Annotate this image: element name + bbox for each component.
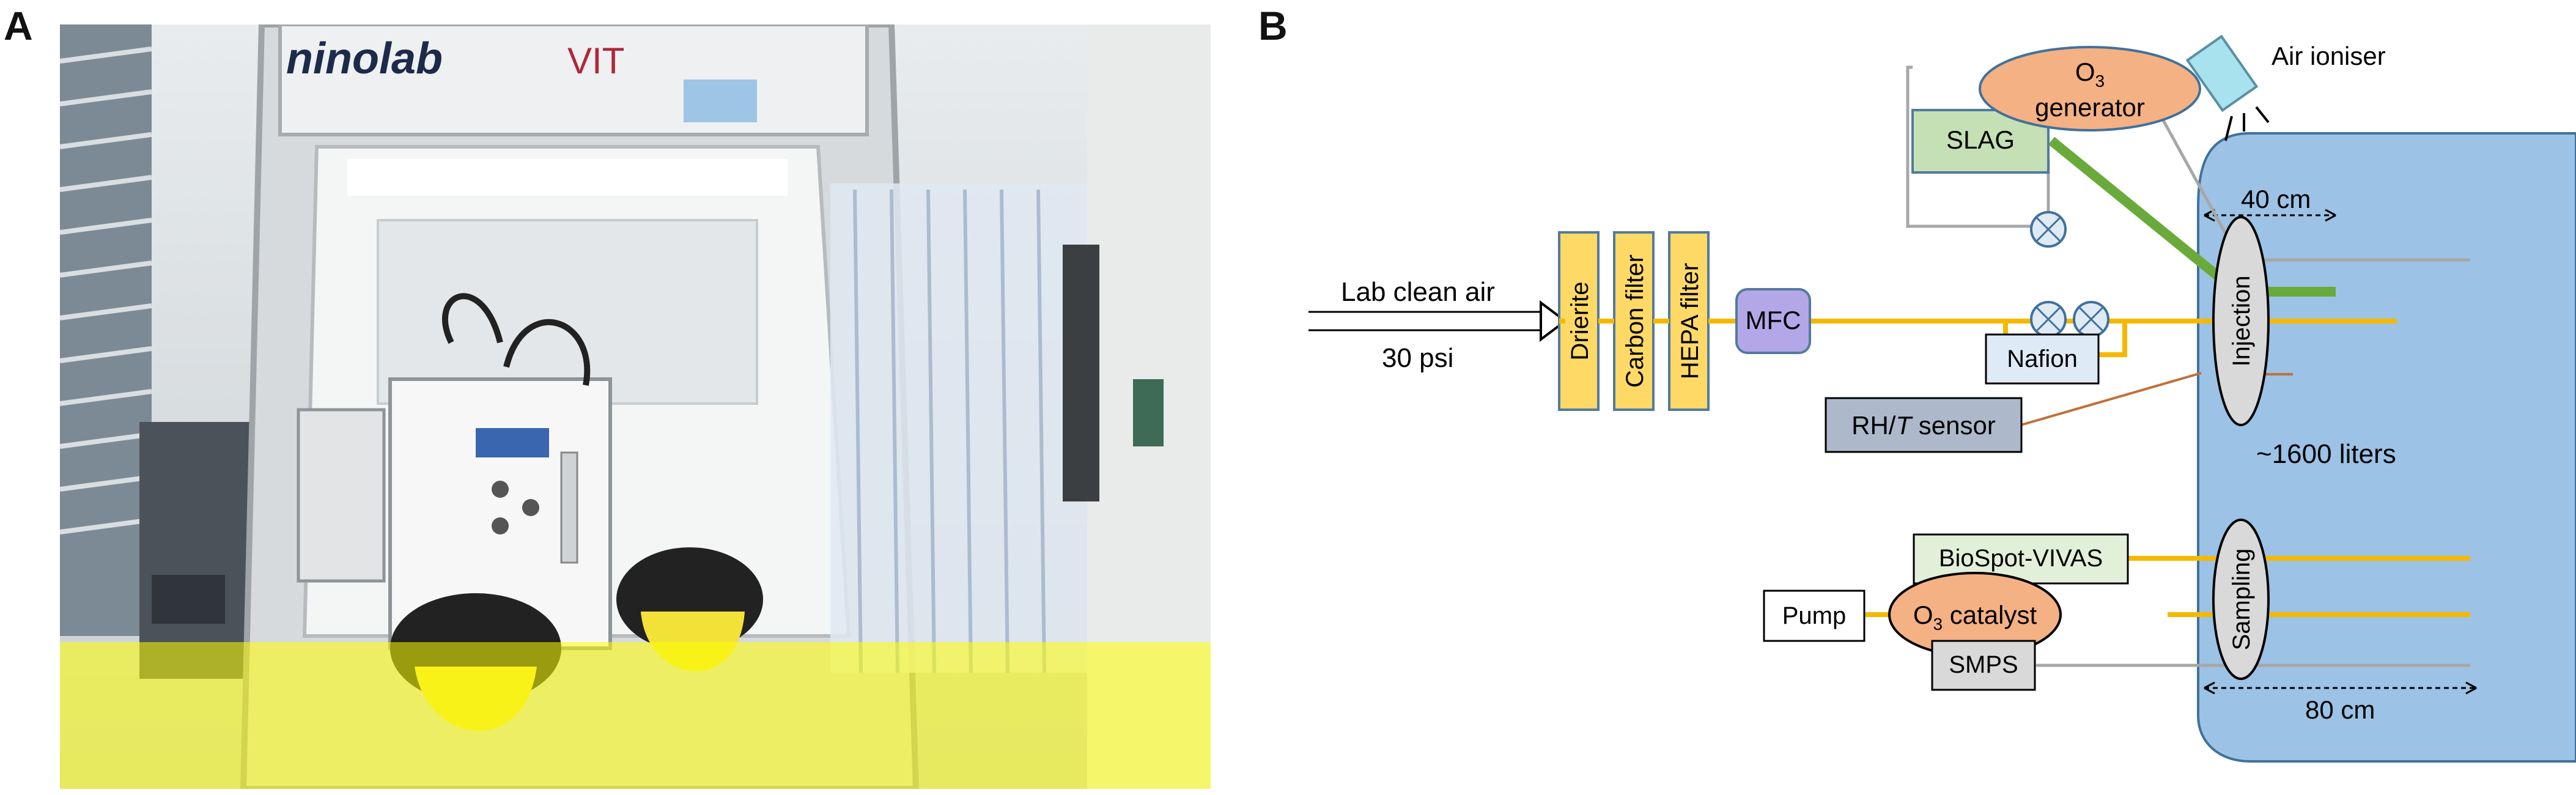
- ozone-generator-sub: 3: [2095, 72, 2105, 91]
- yellow-overlay: [60, 642, 1211, 789]
- inlet-arrow: [1540, 300, 1568, 342]
- valves: [2030, 211, 2109, 338]
- pump-box: [1763, 590, 1866, 642]
- hepa-filter: [1668, 231, 1710, 411]
- sensor-wire: [2020, 372, 2202, 426]
- sampling-port: [2212, 519, 2270, 680]
- rh-sensor-label: RH/T sensor: [1851, 411, 1996, 440]
- ozone-catalyst-sub: 3: [1933, 615, 1943, 634]
- ozone-catalyst-suffix: catalyst: [1943, 601, 2037, 629]
- ozone-bypass-line: [1906, 65, 1913, 120]
- rh-sensor-italic: T: [1895, 411, 1913, 440]
- filter-label-hepa: HEPA filter: [1677, 263, 1703, 379]
- air-ioniser-icon: [2185, 34, 2270, 141]
- panel-label-a: A: [4, 3, 33, 48]
- chamber-photo-illustration: ninolab VIT: [60, 24, 1211, 789]
- chamber-width-top: 40 cm: [2241, 185, 2311, 213]
- sampling-label: Sampling: [2228, 549, 2255, 651]
- ozone-generator-line2: generator: [2035, 93, 2145, 122]
- chamber-photo: ninolab VIT: [60, 24, 1211, 789]
- nafion-label: Nafion: [2007, 346, 2078, 372]
- rh-sensor-suffix: sensor: [1911, 411, 1996, 440]
- setup-schematic: 40 cm 80 cm ~1600 liters: [1253, 0, 2576, 792]
- filter-label-drierite: Drierite: [1567, 282, 1593, 361]
- nafion-box: [1985, 333, 2100, 385]
- plastic-curtain: [830, 183, 1087, 673]
- inlet-label: Lab clean air: [1341, 277, 1495, 307]
- ozone-generator-prefix: O: [2075, 57, 2095, 86]
- brand-logo-fragment: VIT: [567, 40, 624, 81]
- filter-label-carbon: Carbon filter: [1622, 254, 1648, 388]
- injection-port: [2212, 216, 2270, 426]
- ozone-generator: [1979, 46, 2201, 131]
- chamber-width-bottom: 80 cm: [2305, 695, 2375, 724]
- window-blinds: [60, 24, 152, 636]
- ozone-return-line: [1906, 116, 2048, 228]
- brand-logo: ninolab: [286, 34, 443, 83]
- slag-line: [2048, 136, 2235, 292]
- ozone-catalyst-label: O3 catalyst: [1913, 601, 2037, 634]
- mfc-box: [1735, 288, 1811, 354]
- rh-sensor-box: [1825, 397, 2023, 453]
- air-ioniser-label: Air ioniser: [2272, 42, 2386, 70]
- ozone-catalyst-prefix: O: [1913, 601, 1933, 629]
- inlet-pressure: 30 psi: [1382, 343, 1453, 373]
- chamber-volume: ~1600 liters: [2256, 439, 2396, 469]
- smps-label: SMPS: [1949, 651, 2018, 678]
- panel-label-b: B: [1258, 3, 1288, 48]
- pump-label: Pump: [1782, 602, 1847, 629]
- injection-label: Injection: [2228, 276, 2255, 367]
- rh-sensor-prefix: RH/: [1851, 411, 1896, 440]
- filter-columns: Drierite Carbon filter HEPA filter: [1558, 231, 1710, 411]
- schematic-svg: 40 cm 80 cm ~1600 liters: [1308, 34, 2576, 763]
- slag-label: SLAG: [1946, 125, 2015, 154]
- mfc-label: MFC: [1746, 306, 1801, 335]
- biospot-label: BioSpot-VIVAS: [1939, 545, 2103, 572]
- smps-box: [1931, 640, 2036, 691]
- ozone-generator-line1: O3: [2075, 57, 2105, 91]
